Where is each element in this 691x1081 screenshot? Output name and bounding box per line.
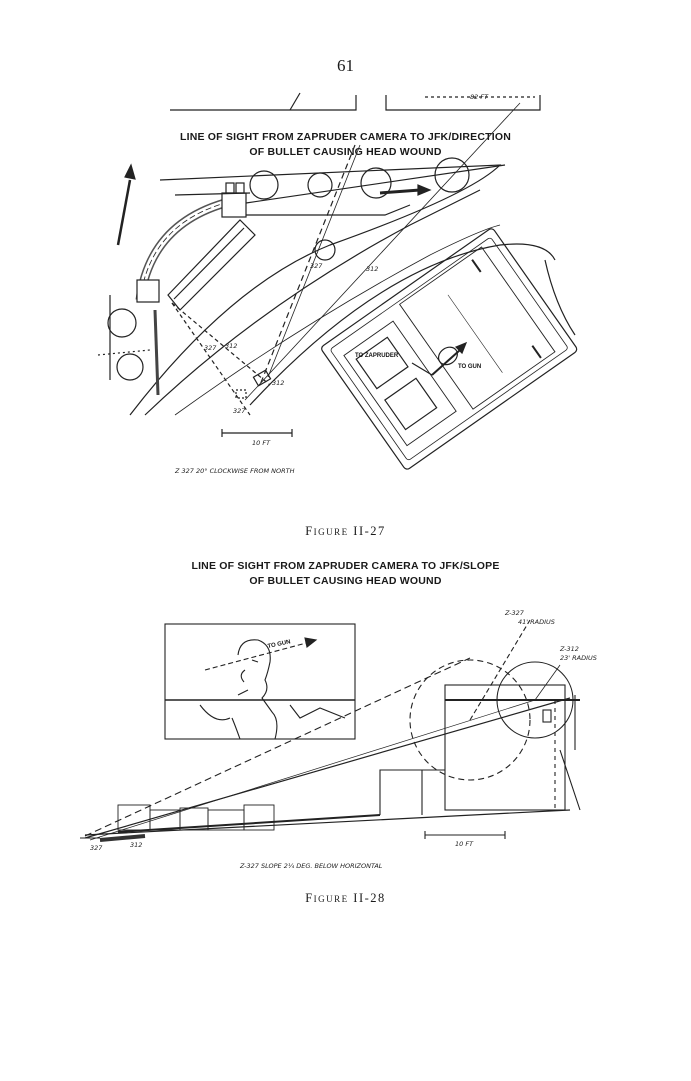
fig27-to-zapruder-label: TO ZAPRUDER <box>355 353 399 359</box>
figure-27-title-line2: OF BULLET CAUSING HEAD WOUND <box>249 146 442 158</box>
figure-27-caption: Figure II-27 <box>305 524 386 538</box>
figure-27-plan-diagram: 82 FT 327 312 327 312 312 327 TO ZAPRUDE… <box>97 92 578 475</box>
figure-28-elevation-diagram: TO GUN Z-327 41' RADIUS Z-312 23' RADIUS… <box>80 609 597 870</box>
fig28-note: Z-327 SLOPE 2¼ DEG. BELOW HORIZONTAL <box>239 862 383 870</box>
figure-27-title-line1: LINE OF SIGHT FROM ZAPRUDER CAMERA TO JF… <box>179 131 512 143</box>
fig28-radius-23-label: 23' RADIUS <box>560 654 597 662</box>
figure-28-title: LINE OF SIGHT FROM ZAPRUDER CAMERA TO JF… <box>0 559 691 589</box>
fig28-scale-label: 10 FT <box>455 840 474 848</box>
figure-28-title-line1: LINE OF SIGHT FROM ZAPRUDER CAMERA TO JF… <box>191 560 500 572</box>
figure-28-caption: Figure II-28 <box>305 891 386 905</box>
fig28-radius-41-label: 41' RADIUS <box>518 618 555 626</box>
fig27-frame-327-label-b: 327 <box>204 344 217 352</box>
fig27-distance-label: 82 FT <box>470 93 489 101</box>
figure-27-title: LINE OF SIGHT FROM ZAPRUDER CAMERA TO JF… <box>0 130 691 160</box>
fig28-z327-label: Z-327 <box>504 609 525 617</box>
fig28-to-gun-label: TO GUN <box>267 639 291 650</box>
figure-28-title-line2: OF BULLET CAUSING HEAD WOUND <box>249 575 442 587</box>
fig27-to-gun-label: TO GUN <box>458 364 481 370</box>
fig27-frame-327-label: 327 <box>310 262 323 270</box>
fig27-frame-312-label-c: 312 <box>272 379 284 387</box>
fig28-frame-327-label: 327 <box>90 844 103 852</box>
fig28-frame-312-label: 312 <box>130 841 142 849</box>
fig27-scale-label: 10 FT <box>252 439 271 447</box>
fig27-frame-312-label: 312 <box>366 265 378 273</box>
fig28-z312-label: Z-312 <box>559 645 579 653</box>
fig27-note: Z 327 20° CLOCKWISE FROM NORTH <box>174 467 295 475</box>
page-number: 61 <box>337 56 354 75</box>
fig27-frame-312-label-b: 312 <box>225 342 237 350</box>
fig27-frame-327-label-c: 327 <box>233 407 246 415</box>
